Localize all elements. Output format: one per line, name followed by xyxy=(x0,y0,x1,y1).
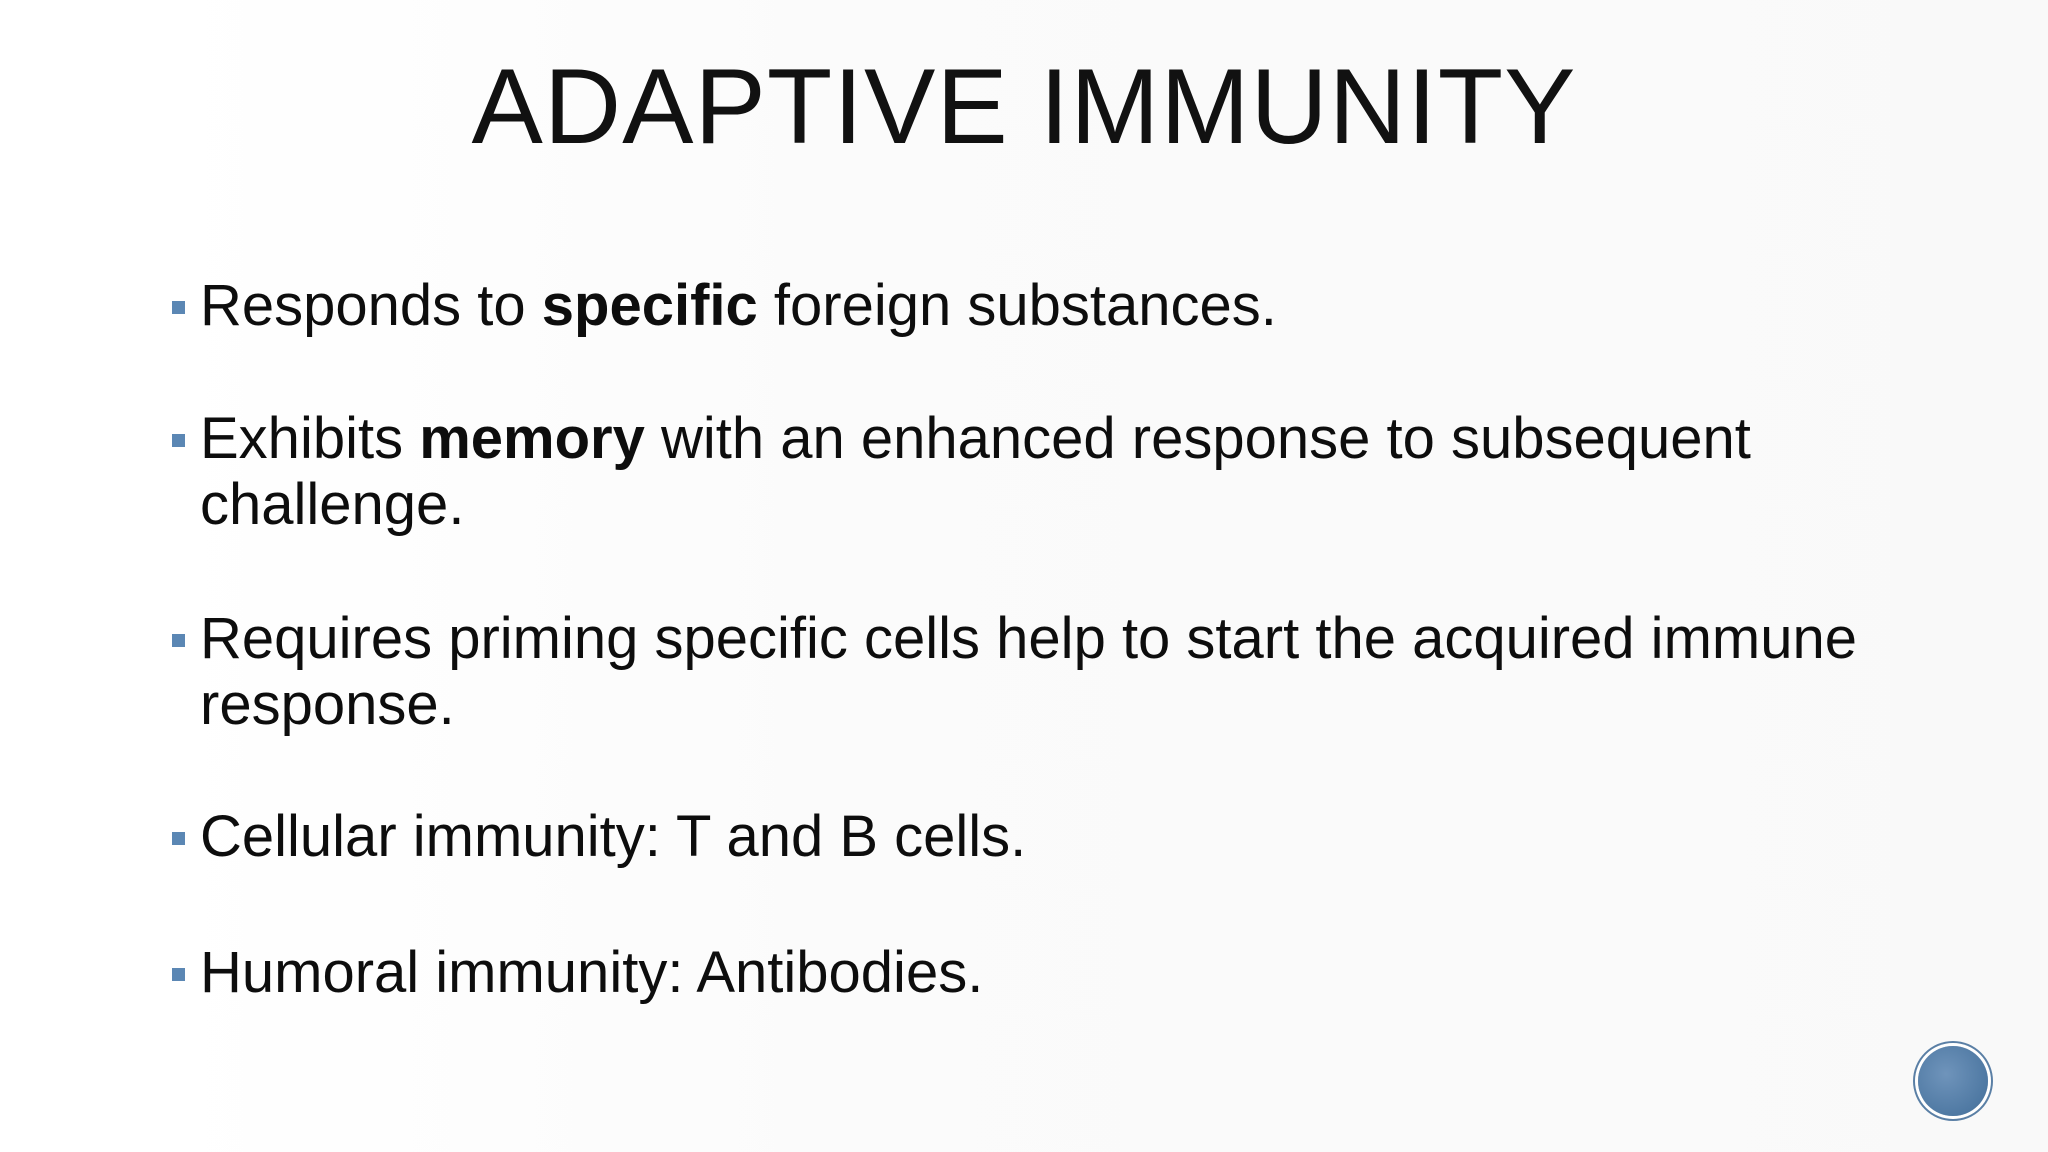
bullet-text-before: Responds to xyxy=(200,273,542,338)
slide-nav-circle-button[interactable] xyxy=(1918,1046,1988,1116)
bullet-text-after: foreign substances. xyxy=(757,273,1277,338)
bullet-text-before: Requires priming specific cells help to … xyxy=(200,606,1857,737)
bullet-text: Humoral immunity: Antibodies. xyxy=(200,940,1952,1006)
bullet-marker-icon xyxy=(172,301,185,314)
bullet-marker-icon xyxy=(172,634,185,647)
bullet-text: Cellular immunity: T and B cells. xyxy=(200,804,1952,870)
bullet-text: Responds to specific foreign substances. xyxy=(200,273,1952,339)
bullet-marker-icon xyxy=(172,832,185,845)
bullet-text-bold: specific xyxy=(541,273,758,338)
bullet-item: Humoral immunity: Antibodies. xyxy=(172,940,1952,1006)
bullet-item: Exhibits memory with an enhanced respons… xyxy=(172,406,1952,538)
bullet-text-before: Cellular immunity: T and B cells. xyxy=(200,804,1027,869)
bullet-text-before: Humoral immunity: Antibodies. xyxy=(200,940,984,1005)
bullet-item: Requires priming specific cells help to … xyxy=(172,606,1952,738)
bullet-text: Requires priming specific cells help to … xyxy=(200,606,1952,738)
bullet-marker-icon xyxy=(172,434,185,447)
bullet-text-bold: memory xyxy=(419,406,645,471)
bullet-text: Exhibits memory with an enhanced respons… xyxy=(200,406,1952,538)
slide-title: ADAPTIVE IMMUNITY xyxy=(471,46,1577,166)
bullet-marker-icon xyxy=(172,968,185,981)
bullet-item: Cellular immunity: T and B cells. xyxy=(172,804,1952,870)
bullet-text-before: Exhibits xyxy=(200,406,420,471)
bullet-text-after: with an enhanced response to subsequent … xyxy=(200,406,1751,537)
bullet-item: Responds to specific foreign substances. xyxy=(172,273,1952,339)
